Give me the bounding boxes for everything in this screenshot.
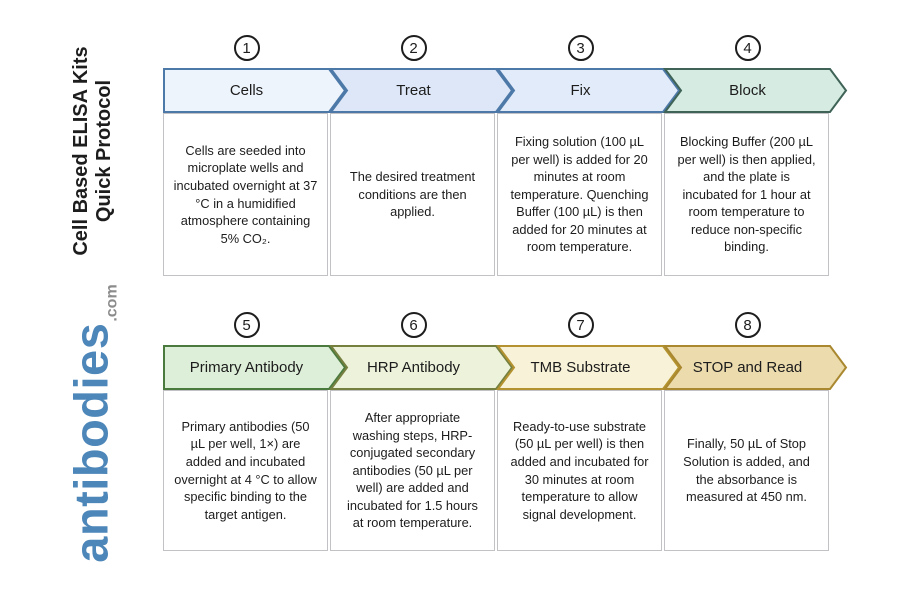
step-number-badge: 5 [233,312,260,338]
step-label: Primary Antibody [189,359,304,376]
step-description: Ready-to-use substrate (50 µL per well) … [510,418,649,522]
antibodies-logo: antibodies.com [64,284,121,563]
arrow-shape-icon [163,68,347,113]
step-column-5: 5 Primary Antibody Primary antibodies (5… [163,312,347,551]
step-description-box: Ready-to-use substrate (50 µL per well) … [497,390,662,551]
step-label: Fix [570,82,591,99]
arrow-shape-icon [663,68,848,113]
step-column-4: 4 Block Blocking Buffer (200 µL per well… [663,35,848,276]
step-number: 8 [743,316,752,334]
step-description: Cells are seeded into microplate wells a… [173,142,318,246]
step-arrow-banner: Fix [496,68,681,113]
step-description-box: The desired treatment conditions are the… [330,113,495,276]
step-number: 5 [242,316,251,334]
step-number-badge: 8 [734,312,761,338]
step-number-badge: 6 [400,312,427,338]
logo-wordmark: antibodies [64,322,118,563]
step-description-box: After appropriate washing steps, HRP-con… [330,390,495,551]
step-description-box: Cells are seeded into microplate wells a… [163,113,328,276]
step-label: Treat [396,82,431,99]
step-description-box: Finally, 50 µL of Stop Solution is added… [664,390,829,551]
page-title-line2: Quick Protocol [93,79,115,223]
step-number-badge: 3 [567,35,594,61]
arrow-shape-icon [496,345,681,390]
step-number: 6 [409,316,418,334]
step-column-8: 8 STOP and Read Finally, 50 µL of Stop S… [663,312,848,551]
protocol-row-1: 1 Cells Cells are seeded into microplate… [163,35,848,276]
step-arrow-banner: Block [663,68,848,113]
step-number-badge: 2 [400,35,427,61]
step-description-box: Primary antibodies (50 µL per well, 1×) … [163,390,328,551]
arrow-shape-icon [663,345,848,390]
step-number: 2 [409,39,418,57]
step-label: STOP and Read [692,359,803,376]
step-number-badge: 7 [567,312,594,338]
step-description: Finally, 50 µL of Stop Solution is added… [683,436,810,505]
arrow-shape-icon [496,68,681,113]
logo-domain-suffix: .com [103,284,121,322]
step-number: 7 [576,316,585,334]
step-number: 1 [242,39,251,57]
step-column-3: 3 Fix Fixing solution (100 µL per well) … [496,35,681,276]
step-column-7: 7 TMB Substrate Ready-to-use substrate (… [496,312,681,551]
step-arrow-banner: Cells [163,68,347,113]
step-column-2: 2 Treat The desired treatment conditions… [329,35,514,276]
step-number-badge: 4 [734,35,761,61]
step-description: Blocking Buffer (200 µL per well) is the… [677,134,816,255]
page-title: Cell Based ELISA Kits Quick Protocol [70,46,116,255]
step-arrow-banner: HRP Antibody [329,345,514,390]
step-arrow-banner: Primary Antibody [163,345,347,390]
arrow-shape-icon [329,345,514,390]
step-description-box: Blocking Buffer (200 µL per well) is the… [664,113,829,276]
step-description-box: Fixing solution (100 µL per well) is add… [497,113,662,276]
step-number-badge: 1 [233,35,260,61]
step-description: The desired treatment conditions are the… [349,169,476,220]
step-number: 4 [743,39,752,57]
step-label: HRP Antibody [366,359,461,376]
step-arrow-banner: TMB Substrate [496,345,681,390]
step-description: After appropriate washing steps, HRP-con… [347,410,478,531]
step-description: Fixing solution (100 µL per well) is add… [510,134,649,255]
step-label: TMB Substrate [530,359,631,376]
step-arrow-banner: STOP and Read [663,345,848,390]
step-label: Cells [229,82,264,99]
arrow-shape-icon [163,345,347,390]
step-column-6: 6 HRP Antibody After appropriate washing… [329,312,514,551]
step-column-1: 1 Cells Cells are seeded into microplate… [163,35,347,276]
arrow-shape-icon [329,68,514,113]
step-number: 3 [576,39,585,57]
protocol-row-2: 5 Primary Antibody Primary antibodies (5… [163,312,848,551]
page-title-line1: Cell Based ELISA Kits [70,46,92,256]
step-label: Block [729,82,766,99]
step-arrow-banner: Treat [329,68,514,113]
step-description: Primary antibodies (50 µL per well, 1×) … [174,418,317,522]
